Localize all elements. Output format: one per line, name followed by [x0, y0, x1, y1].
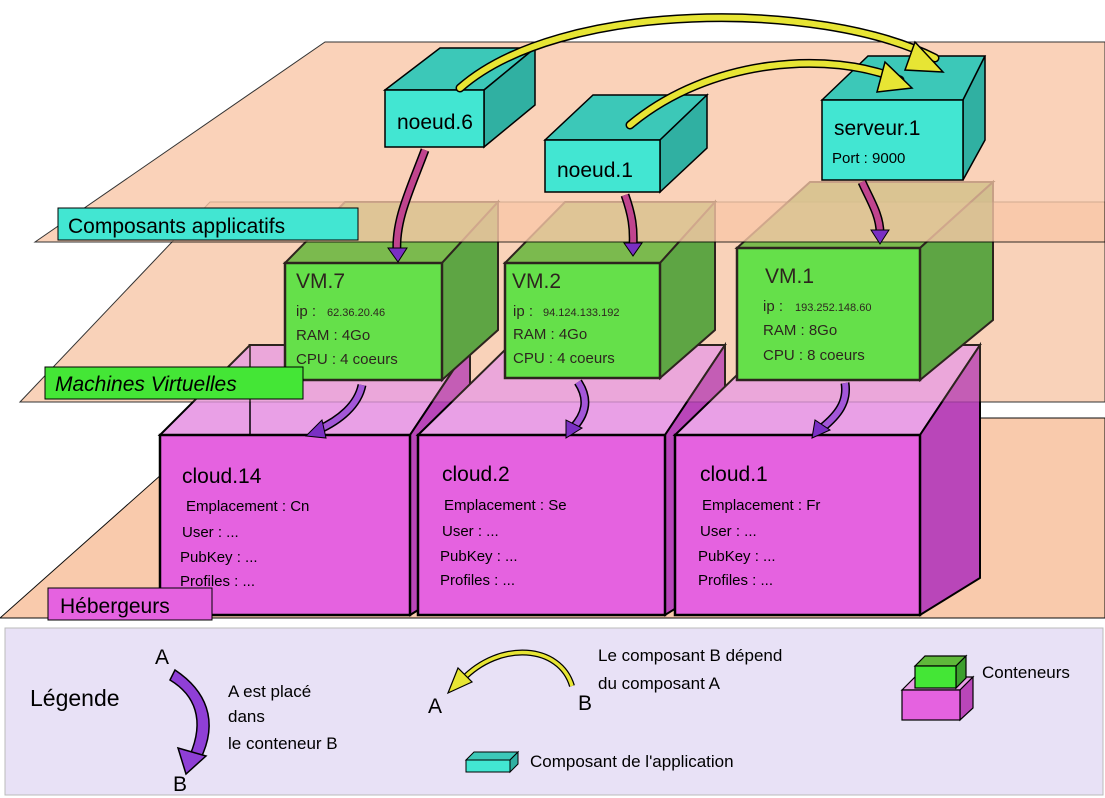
host-pubkey: PubKey : ...: [440, 548, 518, 565]
svg-text:Machines Virtuelles: Machines Virtuelles: [55, 373, 237, 396]
layer-label-vms: Machines Virtuelles: [44, 366, 304, 400]
placement-arrow-noeud6-vm7: [387, 148, 430, 263]
vm-ip: 94.124.133.192: [543, 307, 619, 319]
layer-label-components: Composants applicatifs: [57, 207, 359, 241]
vm-cpu: CPU : 8 coeurs: [763, 347, 865, 364]
host-location: Emplacement : Fr: [702, 497, 820, 514]
dependency-arrow-noeud1-serveur1: [625, 58, 914, 130]
dependency-arrow-noeud6-serveur1: [455, 13, 945, 93]
vm-ram: RAM : 4Go: [513, 326, 587, 343]
placement-arrow-noeud1-vm2: [620, 193, 643, 257]
placement-arrow-serveur1-vm1: [857, 180, 890, 245]
host-profiles: Profiles : ...: [180, 573, 255, 590]
legend-panel: Légende A B A est placé dans le conteneu…: [4, 627, 1104, 796]
host-name: cloud.2: [442, 463, 510, 486]
vm-ip: 62.36.20.46: [327, 307, 385, 319]
svg-text:Hébergeurs: Hébergeurs: [60, 595, 170, 618]
legend-depends-a: A: [428, 695, 442, 718]
host-user: User : ...: [442, 523, 499, 540]
host-pubkey: PubKey : ...: [698, 548, 776, 565]
host-cloud-14-labels: cloud.14 Emplacement : Cn User : ... Pub…: [180, 465, 309, 590]
host-location: Emplacement : Se: [444, 497, 567, 514]
host-user: User : ...: [700, 523, 757, 540]
legend-placed-text-2: dans: [228, 707, 265, 726]
legend-app-component: Composant de l'application: [530, 752, 734, 771]
host-profiles: Profiles : ...: [440, 572, 515, 589]
vm-name: VM.2: [512, 270, 561, 293]
legend-placement-arrow: [169, 668, 210, 776]
placement-arrow-vm2-cloud2: [565, 379, 590, 439]
legend-placed-a: A: [155, 646, 169, 669]
vm-1-labels: VM.1 ip : 193.252.148.60 RAM : 8Go CPU :…: [763, 265, 871, 364]
vm-ip: 193.252.148.60: [795, 302, 871, 314]
host-name: cloud.1: [700, 463, 768, 486]
component-name: noeud.6: [397, 111, 473, 134]
legend-depends-text-2: du composant A: [598, 674, 721, 693]
vm-cpu: CPU : 4 coeurs: [296, 351, 398, 368]
vm-2-labels: VM.2 ip : 94.124.133.192 RAM : 4Go CPU :…: [512, 270, 619, 367]
component-cube-noeud-1: noeud.1: [543, 93, 709, 194]
vm-cpu: CPU : 4 coeurs: [513, 350, 615, 367]
vm-name: VM.1: [765, 265, 814, 288]
legend-containers: Conteneurs: [982, 663, 1070, 682]
legend-depends-text-1: Le composant B dépend: [598, 646, 782, 665]
vm-name: VM.7: [296, 270, 345, 293]
vm-ip-label: ip :: [513, 303, 533, 320]
placement-arrow-vm7-cloud14: [304, 383, 367, 439]
vm-ram: RAM : 8Go: [763, 322, 837, 339]
svg-text:Composants applicatifs: Composants applicatifs: [68, 215, 285, 238]
legend-placed-text-1: A est placé: [228, 682, 311, 701]
legend-component-icon: [464, 750, 520, 774]
host-profiles: Profiles : ...: [698, 572, 773, 589]
legend-containers-icon: [900, 654, 975, 722]
component-port: Port : 9000: [832, 150, 905, 167]
legend-depends-b: B: [578, 692, 592, 715]
legend-title: Légende: [30, 685, 120, 711]
legend-placed-text-3: le conteneur B: [228, 734, 338, 753]
host-cloud-2-labels: cloud.2 Emplacement : Se User : ... PubK…: [440, 463, 567, 589]
component-cube-noeud-6: noeud.6: [382, 46, 538, 149]
legend-placed-b: B: [173, 773, 187, 796]
legend-dependency-arrow: [446, 649, 575, 695]
placement-arrow-vm1-cloud1: [811, 382, 851, 439]
vm-cube-vm-2: [502, 199, 718, 381]
vm-ip-label: ip :: [296, 303, 316, 320]
host-pubkey: PubKey : ...: [180, 549, 258, 566]
host-user: User : ...: [182, 524, 239, 541]
vm-ram: RAM : 4Go: [296, 327, 370, 344]
host-location: Emplacement : Cn: [186, 498, 309, 515]
component-name: serveur.1: [834, 117, 920, 140]
vm-plane-overlay: [18, 201, 1105, 403]
component-name: noeud.1: [557, 159, 633, 182]
vm-ip-label: ip :: [763, 298, 783, 315]
vm-7-labels: VM.7 ip : 62.36.20.46 RAM : 4Go CPU : 4 …: [296, 270, 398, 368]
layer-label-hosts: Hébergeurs: [47, 587, 213, 621]
host-name: cloud.14: [182, 465, 262, 488]
host-cloud-1-labels: cloud.1 Emplacement : Fr User : ... PubK…: [698, 463, 820, 589]
